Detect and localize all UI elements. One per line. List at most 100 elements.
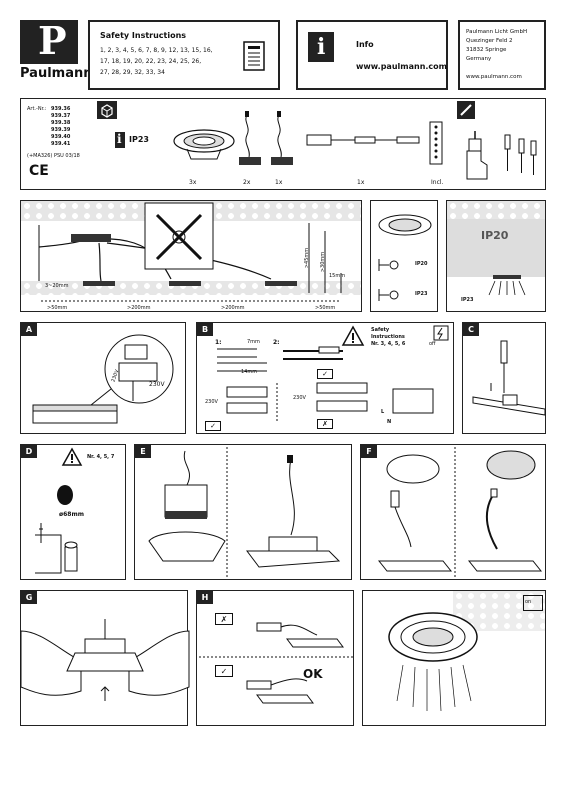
ip23-label: IP23 xyxy=(129,135,149,144)
power-on-icon xyxy=(523,595,543,611)
module-insert-drawing xyxy=(148,447,341,579)
ip-zone-panel: IP20 IP23 xyxy=(446,200,546,312)
panel-d: D Nr. 4, 5, 7 ø68mm xyxy=(20,444,126,580)
cross-wrong-icon: ✗ xyxy=(317,419,333,429)
off-label: off xyxy=(429,341,436,347)
water-drop-icon xyxy=(378,289,399,301)
cable-layout-drawing xyxy=(38,202,342,302)
company-street: Quezinger Feld 2 xyxy=(466,38,513,44)
panel-h: H ✗ ✓ OK xyxy=(196,590,354,726)
safety-instructions-box: Safety Instructions 1, 2, 3, 4, 5, 6, 7,… xyxy=(88,20,280,90)
panel-tag: F xyxy=(361,445,377,458)
depth-label: >30mm xyxy=(320,251,327,273)
panel-tag: E xyxy=(135,445,151,458)
distance-label: >200mm xyxy=(221,305,245,311)
article-box: Art.-Nr.: 939.36 939.37 939.38 939.39 93… xyxy=(20,98,546,190)
ok-label: OK xyxy=(303,667,323,681)
panel-tag: D xyxy=(21,445,37,458)
downlight-drawing xyxy=(173,129,235,160)
hole-diameter: ø68mm xyxy=(59,511,84,518)
warning-triangle-icon xyxy=(61,447,83,466)
hole-size-drawing xyxy=(35,485,78,574)
article-number: 939.36 xyxy=(51,106,71,112)
ip23-label: IP23 xyxy=(415,291,428,297)
panel-tag: A xyxy=(21,323,37,336)
distance-label: 3~20mm xyxy=(45,283,69,289)
manual-book-icon xyxy=(243,41,265,71)
tools-drawing xyxy=(466,131,537,180)
company-name: Paulmann Licht GmbH xyxy=(466,29,528,35)
brand-name: Paulmann xyxy=(20,66,93,81)
safety-title: Instructions xyxy=(371,334,405,340)
panel-tag: H xyxy=(197,591,213,604)
ip20-label: IP20 xyxy=(415,261,428,267)
distance-label: >50mm xyxy=(47,305,68,311)
strip-length: 14mm xyxy=(241,369,258,375)
logo-letter: P xyxy=(38,18,67,63)
depth-label: 15mm xyxy=(329,273,346,279)
safety-title: Safety Instructions xyxy=(100,31,187,40)
info-url: www.paulmann.com xyxy=(356,62,447,71)
panel-b: B 1: 2: 7mm 14mm 230V 230V ✓ ✓ ✗ Safety … xyxy=(196,322,454,434)
article-number: 939.41 xyxy=(51,141,71,147)
water-drop-icon xyxy=(378,259,399,271)
checkmark-ok-icon: ✓ xyxy=(205,421,221,431)
article-prefix: Art.-Nr.: xyxy=(27,106,47,112)
voltage-label: 230V xyxy=(205,399,218,405)
panel-e: E xyxy=(134,444,352,580)
distance-label: >50mm xyxy=(315,305,336,311)
warning-triangle-icon xyxy=(341,325,365,346)
company-city: 31832 Springe xyxy=(466,47,507,53)
driver-connection-drawing xyxy=(32,334,174,424)
qty-driver: 1x xyxy=(357,179,365,186)
voltage-label: 230V xyxy=(293,395,306,401)
panel-g: G xyxy=(20,590,190,726)
checkmark-ok-icon: ✓ xyxy=(317,369,333,379)
ce-mark: CE xyxy=(29,163,49,179)
article-number: 939.38 xyxy=(51,120,71,126)
light-rays-drawing xyxy=(488,275,526,296)
wire-label: L xyxy=(381,409,385,415)
safety-line-2: 17, 18, 19, 20, 22, 23, 24, 25, 26, xyxy=(100,58,202,65)
info-title: Info xyxy=(356,40,374,49)
panel-a: A 230V 230V xyxy=(20,322,186,434)
step-label: 1: xyxy=(215,339,222,346)
led-module-drawing xyxy=(239,111,293,165)
qty-lights: 3x xyxy=(189,179,197,186)
qty-cable1: 2x xyxy=(243,179,251,186)
cross-wrong-icon: ✗ xyxy=(215,613,233,625)
panel-tag: G xyxy=(21,591,37,604)
info-icon-small: i xyxy=(115,132,125,148)
safety-numbers: Nr. 3, 4, 5, 6 xyxy=(371,341,406,347)
safety-numbers: Nr. 4, 5, 7 xyxy=(87,454,115,460)
article-number: 939.39 xyxy=(51,127,71,133)
depth-label: >45mm xyxy=(304,247,311,269)
wire-label: N xyxy=(387,419,392,425)
qty-cable2: 1x xyxy=(275,179,283,186)
panel-f: F xyxy=(360,444,546,580)
ceiling-texture xyxy=(447,201,545,219)
push-in-drawing xyxy=(20,619,190,701)
downlight-drawing xyxy=(378,214,432,236)
ip20-zone xyxy=(447,219,545,277)
safety-title: Safety xyxy=(371,327,390,333)
panel-tag: B xyxy=(197,323,213,336)
voltage-label: 230V xyxy=(149,381,165,388)
installation-overview: 3~20mm >50mm >200mm >200mm >50mm >45mm >… xyxy=(20,200,362,312)
strip-length: 7mm xyxy=(247,339,260,345)
ceiling-mount-drawing xyxy=(377,447,543,579)
terminal-block-drawing xyxy=(429,121,443,165)
ip-rating-panel: IP20 IP23 xyxy=(370,200,438,312)
on-label: on xyxy=(525,599,532,605)
paulmann-logo: P xyxy=(20,18,78,64)
info-icon: i xyxy=(308,32,334,62)
panel-tag: C xyxy=(463,323,479,336)
driver-drawing xyxy=(306,134,420,146)
checkmark-ok-icon: ✓ xyxy=(215,665,233,677)
panel-final: on xyxy=(362,590,546,726)
ip23-zone-label: IP23 xyxy=(461,297,474,303)
distance-label: >200mm xyxy=(127,305,151,311)
company-url: www.paulmann.com xyxy=(466,74,522,80)
safety-line-3: 27, 28, 29, 32, 33, 34 xyxy=(100,69,165,76)
screwdriver-drawing xyxy=(472,340,546,416)
